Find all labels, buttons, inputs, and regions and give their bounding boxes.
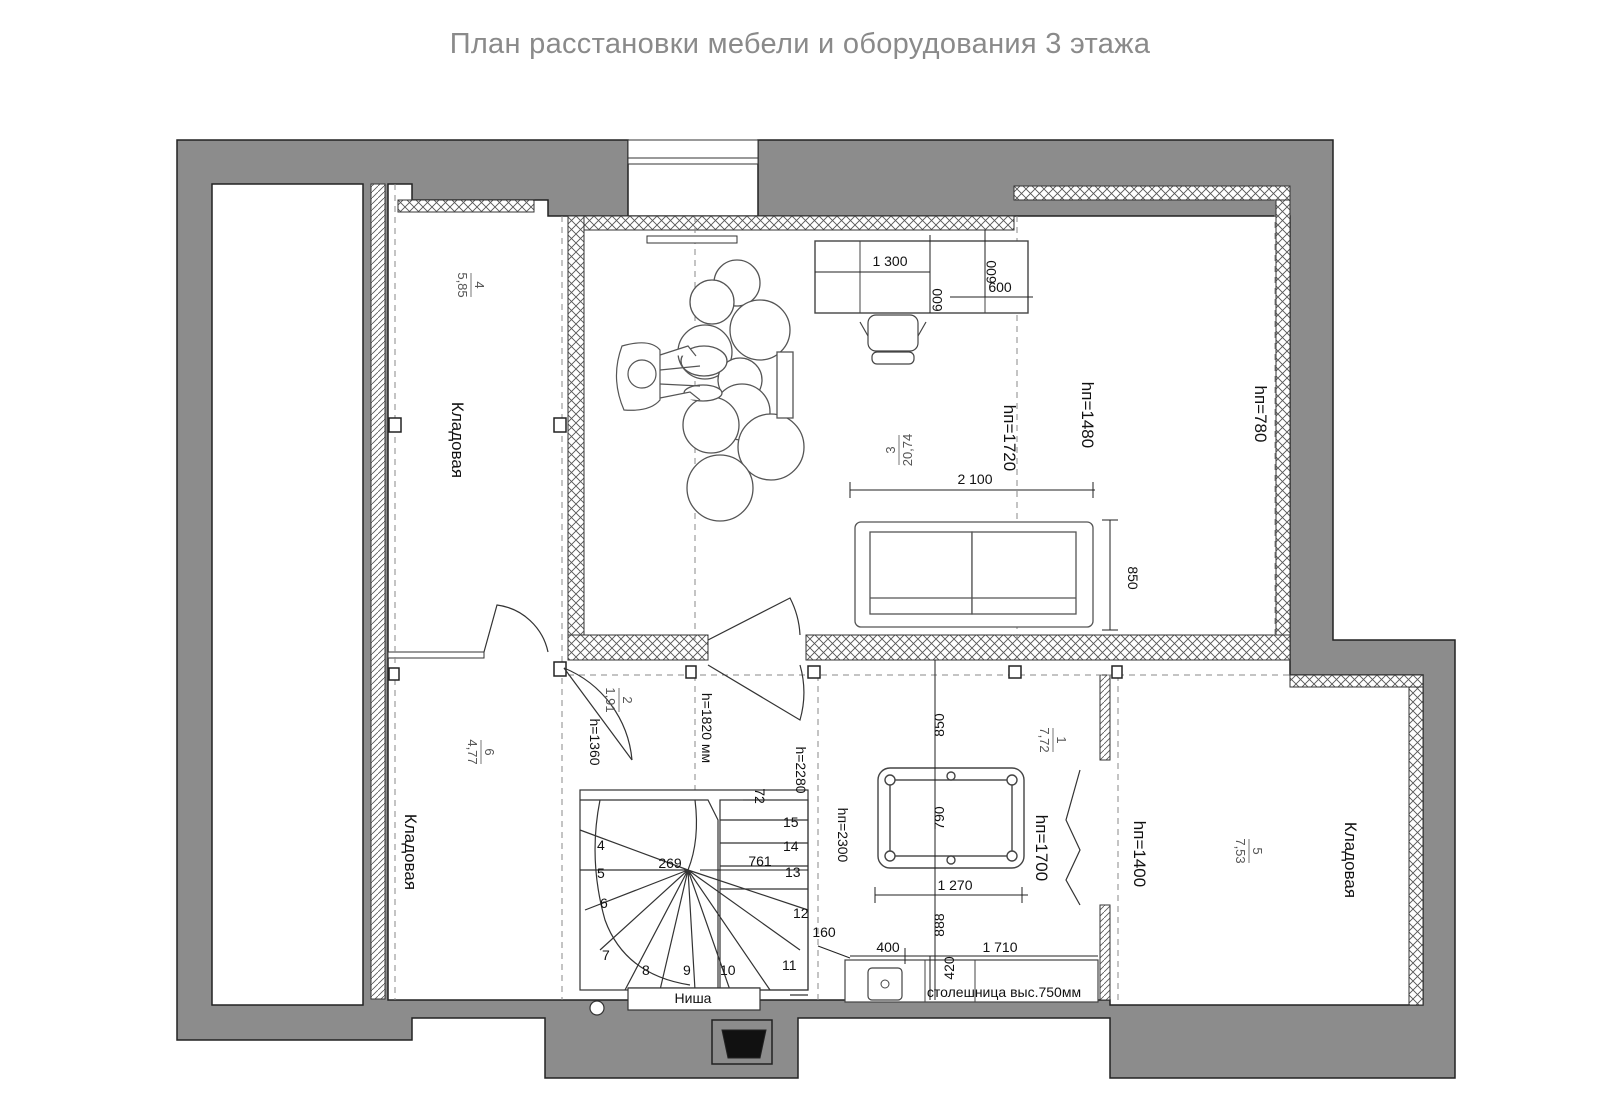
height-2280: h=2280 <box>793 746 809 793</box>
svg-text:2: 2 <box>620 696 635 703</box>
step-13: 13 <box>785 864 801 880</box>
dim-billiard-clear-top: 850 <box>931 713 947 737</box>
svg-text:1,91: 1,91 <box>603 687 618 712</box>
room-5-tag: 5 7,53 <box>1233 838 1265 863</box>
svg-text:1: 1 <box>1054 736 1069 743</box>
step-14: 14 <box>783 838 799 854</box>
step-4: 4 <box>597 837 605 853</box>
room-4-tag: 4 5,85 <box>455 272 487 297</box>
svg-text:5,85: 5,85 <box>455 272 470 297</box>
height-1700: hп=1700 <box>1032 815 1051 881</box>
dim-billiard-width: 1 270 <box>937 877 972 893</box>
room-1-tag: 1 7,72 <box>1037 727 1069 752</box>
room-2-tag: 2 1,91 <box>603 687 635 712</box>
dim-offset-160: 160 <box>812 924 836 940</box>
partition-left <box>370 183 386 1000</box>
height-1720: hп=1720 <box>1000 405 1019 471</box>
height-2300: hп=2300 <box>835 808 851 863</box>
wall-right-room <box>1275 199 1291 651</box>
dim-stair-761: 761 <box>748 853 772 869</box>
dim-counter-right: 1 710 <box>982 939 1017 955</box>
svg-text:4: 4 <box>472 281 487 288</box>
svg-text:4,77: 4,77 <box>465 739 480 764</box>
bottom-vent <box>721 1029 767 1059</box>
dim-sofa-depth: 850 <box>1125 566 1141 590</box>
radiator <box>646 235 738 244</box>
svg-text:5: 5 <box>1250 847 1265 854</box>
staircase <box>579 789 809 1016</box>
svg-text:6: 6 <box>482 748 497 755</box>
svg-text:3: 3 <box>883 446 898 453</box>
doors <box>483 597 1081 906</box>
columns <box>388 417 1123 681</box>
height-1360: h=1360 <box>587 718 603 765</box>
dim-desk-side-b: 600 <box>988 279 1012 295</box>
dim-desk-depth: 600 <box>929 288 945 312</box>
svg-text:20,74: 20,74 <box>900 434 915 467</box>
step-11: 11 <box>782 957 797 973</box>
dim-sofa-width: 2 100 <box>957 471 992 487</box>
height-1400: hп=1400 <box>1130 821 1149 887</box>
step-10: 10 <box>720 962 736 978</box>
step-8: 8 <box>642 962 650 978</box>
wall-under-room3-left <box>567 634 709 661</box>
dim-counter-left: 400 <box>876 939 900 955</box>
drum-kit <box>677 259 805 522</box>
dim-billiard-clear-bottom: 888 <box>931 913 947 937</box>
wall-top-room3 <box>583 215 1015 231</box>
dim-stair-269: 269 <box>658 855 682 871</box>
svg-text:7,53: 7,53 <box>1233 838 1248 863</box>
height-780: hп=780 <box>1251 386 1270 443</box>
height-1820: h=1820 мм <box>699 693 715 763</box>
partition-room1-room5 <box>1099 674 1111 761</box>
step-9: 9 <box>683 962 691 978</box>
wall-room5-right <box>1408 686 1424 1006</box>
partition-room4-room6 <box>387 651 485 659</box>
desk <box>814 240 1029 314</box>
step-7: 7 <box>602 947 610 963</box>
room-6-tag: 6 4,77 <box>465 739 497 764</box>
partition-room1-room5-lower <box>1099 904 1111 1001</box>
step-5: 5 <box>597 865 605 881</box>
billiard-table <box>877 767 1025 869</box>
dim-desk-width: 1 300 <box>872 253 907 269</box>
step-6: 6 <box>600 895 608 911</box>
height-1480: hп=1480 <box>1078 382 1097 448</box>
dimension-lines <box>700 230 1118 1000</box>
niche-label: Ниша <box>675 990 712 1006</box>
room-4-name: Кладовая <box>448 402 467 478</box>
office-chair <box>859 314 927 365</box>
countertop-label: столешница выс.750мм <box>927 984 1081 1000</box>
wall-room5-top <box>1289 674 1424 688</box>
dim-stair-72: 72 <box>752 788 768 804</box>
room-3-tag: 3 20,74 <box>883 434 915 467</box>
step-12: 12 <box>793 905 809 921</box>
svg-text:7,72: 7,72 <box>1037 727 1052 752</box>
dim-billiard-inner: 790 <box>931 806 947 830</box>
wall-top-right <box>1013 185 1291 201</box>
partition-top-room4 <box>397 199 535 213</box>
step-15: 15 <box>783 814 799 830</box>
drummer-figure <box>615 342 701 411</box>
room-5-name: Кладовая <box>1341 822 1360 898</box>
wall-under-room3-right <box>805 634 1291 661</box>
sofa <box>854 521 1094 628</box>
top-window <box>627 139 759 165</box>
dim-desk-side-a: 600 <box>983 260 999 284</box>
room-6-name: Кладовая <box>401 814 420 890</box>
wall-room4-room3 <box>567 215 585 652</box>
dim-counter-depth: 420 <box>941 956 957 980</box>
page-title: План расстановки мебели и оборудования 3… <box>449 28 1151 60</box>
